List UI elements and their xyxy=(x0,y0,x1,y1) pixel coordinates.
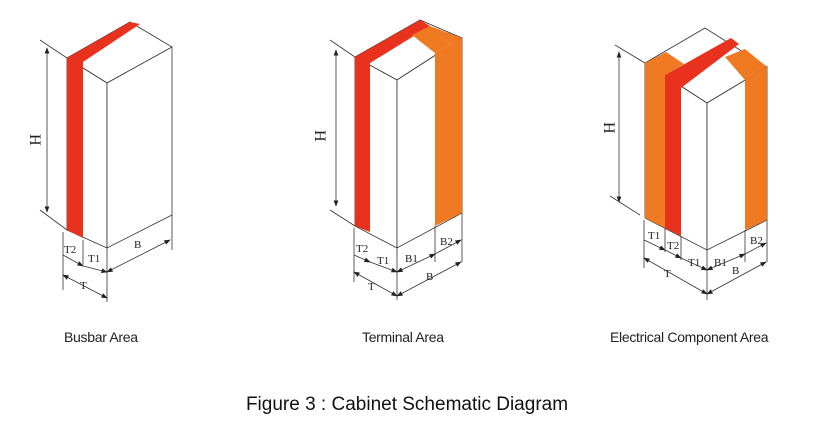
label-t1: T1 xyxy=(688,257,700,269)
busbar-strip xyxy=(67,22,140,238)
label-h: H xyxy=(26,134,43,146)
label-t1a: T1 xyxy=(648,230,660,242)
caption-terminal-area: Terminal Area xyxy=(362,329,444,345)
label-b: B xyxy=(134,239,141,251)
label-t2: T2 xyxy=(64,244,76,256)
right-face xyxy=(106,46,173,249)
label-h: H xyxy=(311,130,328,142)
label-b2: B2 xyxy=(440,236,453,248)
label-t: T xyxy=(368,281,375,293)
label-t2: T2 xyxy=(356,243,368,255)
label-t: T xyxy=(80,280,87,292)
terminal-strip xyxy=(435,38,462,226)
label-t1: T1 xyxy=(88,253,100,265)
right-orange-strip xyxy=(745,67,767,230)
terminal-top xyxy=(412,26,462,53)
label-b1: B1 xyxy=(714,257,727,269)
label-b1: B1 xyxy=(405,253,418,265)
label-t1: T1 xyxy=(377,255,389,267)
figure-title: Figure 3 : Cabinet Schematic Diagram xyxy=(245,394,569,415)
label-h: H xyxy=(600,122,617,134)
right-orange-top xyxy=(725,49,767,80)
label-t2: T2 xyxy=(667,240,679,252)
label-b2: B2 xyxy=(750,235,763,247)
label-b: B xyxy=(426,271,433,283)
label-t: T xyxy=(664,268,671,280)
label-b: B xyxy=(732,265,739,277)
component-cabinet xyxy=(609,27,768,300)
terminal-cabinet xyxy=(329,19,463,300)
busbar-strip xyxy=(355,20,430,232)
left-orange-strip xyxy=(645,52,684,228)
busbar-cabinet xyxy=(39,21,173,302)
caption-electrical-component-area: Electrical Component Area xyxy=(610,329,769,345)
caption-busbar-area: Busbar Area xyxy=(64,329,138,345)
busbar-strip xyxy=(665,38,739,236)
